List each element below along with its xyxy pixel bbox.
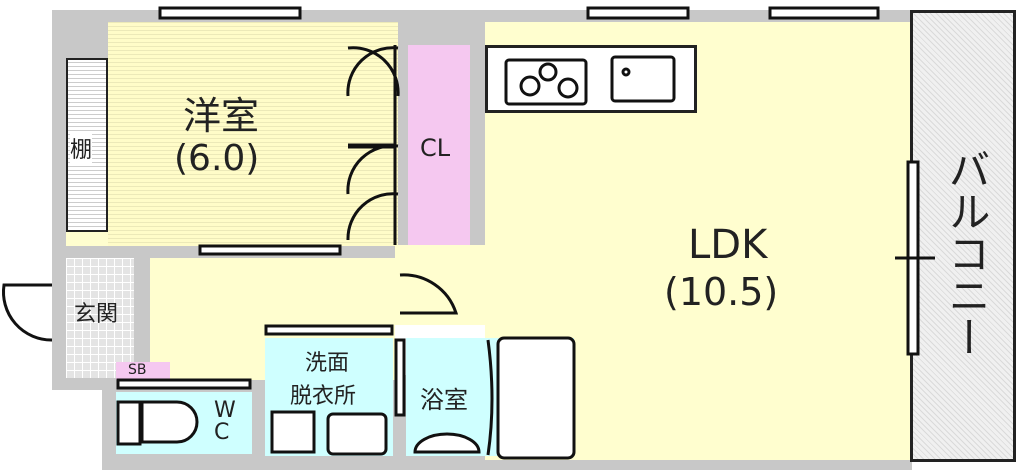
western-room-floor-corner: [66, 232, 108, 246]
washroom-label-line1: 洗面: [305, 351, 350, 376]
closet-doors: [346, 46, 400, 241]
closet: [408, 45, 470, 245]
bath-faucet-icon: [413, 432, 481, 454]
washroom-label-line2: 脱衣所: [290, 384, 357, 409]
washbasin-icon: [326, 412, 388, 456]
bath-label: 浴室: [420, 386, 468, 414]
wc-label-line2: C: [214, 420, 230, 445]
washing-machine-icon: [270, 410, 316, 454]
closet-label: CL: [420, 134, 451, 162]
balcony-label: バルコニー: [942, 148, 991, 358]
wc-label-line1: W: [214, 398, 236, 423]
ldk-label: LDK: [688, 222, 768, 268]
western-room-floor: [108, 22, 398, 246]
sliding-door-western: [198, 244, 342, 256]
entrance-floor: [66, 258, 134, 378]
bath-door: [394, 338, 406, 417]
balcony: [910, 10, 1016, 462]
bathtub-icon: [496, 336, 576, 460]
shoe-box: [116, 362, 170, 380]
ldk-door: [399, 273, 459, 315]
entrance-label: 玄関: [74, 302, 119, 327]
sliding-door-washroom: [264, 324, 394, 336]
stove-icon: [504, 58, 588, 106]
ldk-size: (10.5): [664, 270, 779, 314]
sink-icon: [610, 55, 676, 103]
entrance-door: [2, 283, 53, 342]
window-north-2: [586, 6, 690, 20]
window-north-1: [158, 6, 302, 20]
western-room-label: 洋室: [183, 94, 260, 138]
sliding-door-wc: [116, 378, 252, 390]
window-north-3: [768, 6, 880, 20]
toilet-icon: [116, 400, 199, 446]
shoe-box-label: SB: [128, 362, 147, 378]
shelf-label: 棚: [70, 132, 93, 164]
western-room-size: (6.0): [174, 138, 260, 179]
